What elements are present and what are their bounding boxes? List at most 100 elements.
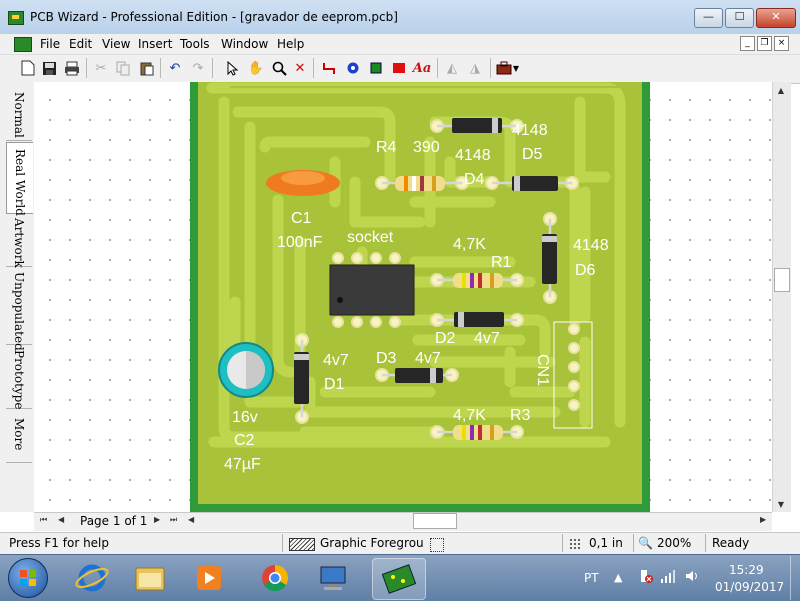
volume-icon[interactable]	[684, 568, 700, 587]
network-icon[interactable]	[660, 568, 676, 587]
redo-icon[interactable]: ↷	[192, 60, 204, 76]
taskbar-remote-desktop[interactable]	[307, 558, 359, 598]
mdi-minimize-button[interactable]: _	[740, 36, 755, 51]
label-d3-value: 4v7	[415, 350, 441, 367]
toolbar-separator	[86, 58, 87, 78]
tab-artwork-label: Artwork	[12, 218, 26, 268]
scroll-up-icon[interactable]: ▲	[777, 86, 785, 95]
status-zoom[interactable]: 200%	[657, 536, 692, 550]
label-c2-voltage: 16v	[232, 409, 258, 426]
label-d1-value: 4v7	[323, 352, 349, 369]
horizontal-scroll-thumb[interactable]	[413, 513, 457, 529]
label-c1: C1	[291, 210, 312, 227]
menu-file[interactable]: File	[40, 37, 61, 51]
track-icon[interactable]	[320, 59, 338, 77]
pad-icon[interactable]	[344, 59, 362, 77]
tab-prototype[interactable]: Prototype	[6, 344, 32, 409]
mdi-close-button[interactable]: ×	[774, 36, 789, 51]
start-button[interactable]	[8, 558, 48, 598]
save-icon[interactable]	[40, 59, 58, 77]
tab-normal-label: Normal	[12, 92, 26, 138]
status-bar	[0, 532, 800, 555]
action-center-icon[interactable]	[638, 568, 654, 587]
tab-unpopulated[interactable]: Unpopulated	[6, 266, 32, 351]
language-indicator[interactable]: PT	[584, 571, 599, 585]
menu-insert[interactable]: Insert	[138, 37, 173, 51]
label-d4-value: 4148	[455, 147, 491, 164]
status-layer[interactable]: Graphic Foreground	[320, 536, 424, 550]
show-desktop-button[interactable]	[790, 556, 800, 600]
label-d3: D3	[376, 350, 397, 367]
label-r3-value: 4,7K	[453, 407, 486, 424]
label-r4-value: 390	[413, 139, 440, 156]
tab-more[interactable]: More	[6, 412, 32, 463]
scroll-right-icon[interactable]: ▶	[760, 515, 767, 524]
status-grid[interactable]: 0,1 in	[589, 536, 623, 550]
zoom-icon[interactable]	[270, 59, 288, 77]
vertical-scroll-thumb[interactable]	[774, 268, 790, 292]
label-d2-value: 4v7	[474, 330, 500, 347]
mirror-icon[interactable]: ◮	[470, 60, 480, 76]
document-icon[interactable]	[14, 37, 32, 52]
board-outline	[190, 82, 650, 512]
label-d4: D4	[464, 171, 485, 188]
close-button[interactable]: ✕	[756, 8, 796, 28]
label-c1-value: 100nF	[277, 234, 323, 251]
internet-explorer-icon	[75, 564, 109, 592]
scroll-down-icon[interactable]: ▼	[777, 500, 785, 509]
first-page-icon[interactable]: ⏮	[40, 515, 48, 524]
menu-window[interactable]: Window	[221, 37, 269, 51]
toolbox-icon[interactable]	[496, 59, 514, 77]
taskbar-media-player[interactable]	[183, 558, 235, 598]
text-icon[interactable]: Aa	[412, 60, 432, 76]
solid-icon[interactable]	[390, 59, 408, 77]
prev-page-icon[interactable]: ◀	[58, 515, 65, 524]
mdi-restore-button[interactable]: ❐	[757, 36, 772, 51]
copy-icon[interactable]	[114, 59, 132, 77]
cut-icon[interactable]: ✂	[95, 60, 107, 76]
label-r1-value: 4,7K	[453, 236, 486, 253]
tab-normal[interactable]: Normal	[6, 86, 32, 141]
label-d1: D1	[324, 376, 345, 393]
grid-icon	[569, 538, 582, 550]
zoom-status-icon: 🔍	[638, 536, 653, 550]
menu-tools[interactable]: Tools	[180, 37, 210, 51]
minimize-button[interactable]: —	[694, 8, 723, 28]
clock-date[interactable]: 01/09/2017	[715, 580, 785, 594]
snap-icon	[430, 538, 444, 552]
undo-icon[interactable]: ↶	[169, 60, 181, 76]
vertical-scrollbar[interactable]	[772, 82, 791, 512]
scroll-left-icon[interactable]: ◀	[188, 515, 195, 524]
menu-edit[interactable]: Edit	[69, 37, 93, 51]
menu-view[interactable]: View	[102, 37, 131, 51]
last-page-icon[interactable]: ⏭	[170, 515, 178, 524]
tab-real-world[interactable]: Real World	[6, 142, 33, 216]
tray-expand-icon[interactable]: ▲	[614, 571, 623, 584]
tab-artwork[interactable]: Artwork	[6, 212, 32, 268]
status-ready: Ready	[712, 536, 750, 550]
taskbar-internet-explorer[interactable]	[66, 558, 118, 598]
new-icon[interactable]	[19, 59, 37, 77]
tab-prototype-label: Prototype	[12, 350, 26, 410]
label-d5-value: 4148	[512, 122, 548, 139]
page-indicator: Page 1 of 1	[80, 514, 148, 528]
taskbar-chrome[interactable]	[249, 558, 301, 598]
maximize-button[interactable]: ☐	[725, 8, 754, 28]
taskbar-pcb-wizard[interactable]	[372, 558, 426, 600]
toolbar-separator	[437, 58, 438, 78]
delete-icon[interactable]: ✕	[294, 60, 306, 76]
menu-help[interactable]: Help	[277, 37, 305, 51]
windows-logo-icon	[20, 570, 36, 586]
clock-time[interactable]: 15:29	[729, 563, 764, 577]
print-icon[interactable]	[63, 59, 81, 77]
hand-icon[interactable]: ✋	[247, 60, 265, 76]
select-arrow-icon[interactable]	[224, 59, 242, 77]
label-cn1: CN1	[534, 354, 551, 387]
paste-icon[interactable]	[137, 59, 155, 77]
next-page-icon[interactable]: ▶	[154, 515, 161, 524]
toolbox-dropdown-icon[interactable]: ▼	[512, 63, 520, 73]
flip-icon[interactable]: ◭	[447, 60, 457, 76]
component-icon[interactable]	[367, 59, 385, 77]
window-title: PCB Wizard - Professional Edition - [gra…	[30, 10, 398, 24]
taskbar-explorer[interactable]	[124, 558, 176, 598]
